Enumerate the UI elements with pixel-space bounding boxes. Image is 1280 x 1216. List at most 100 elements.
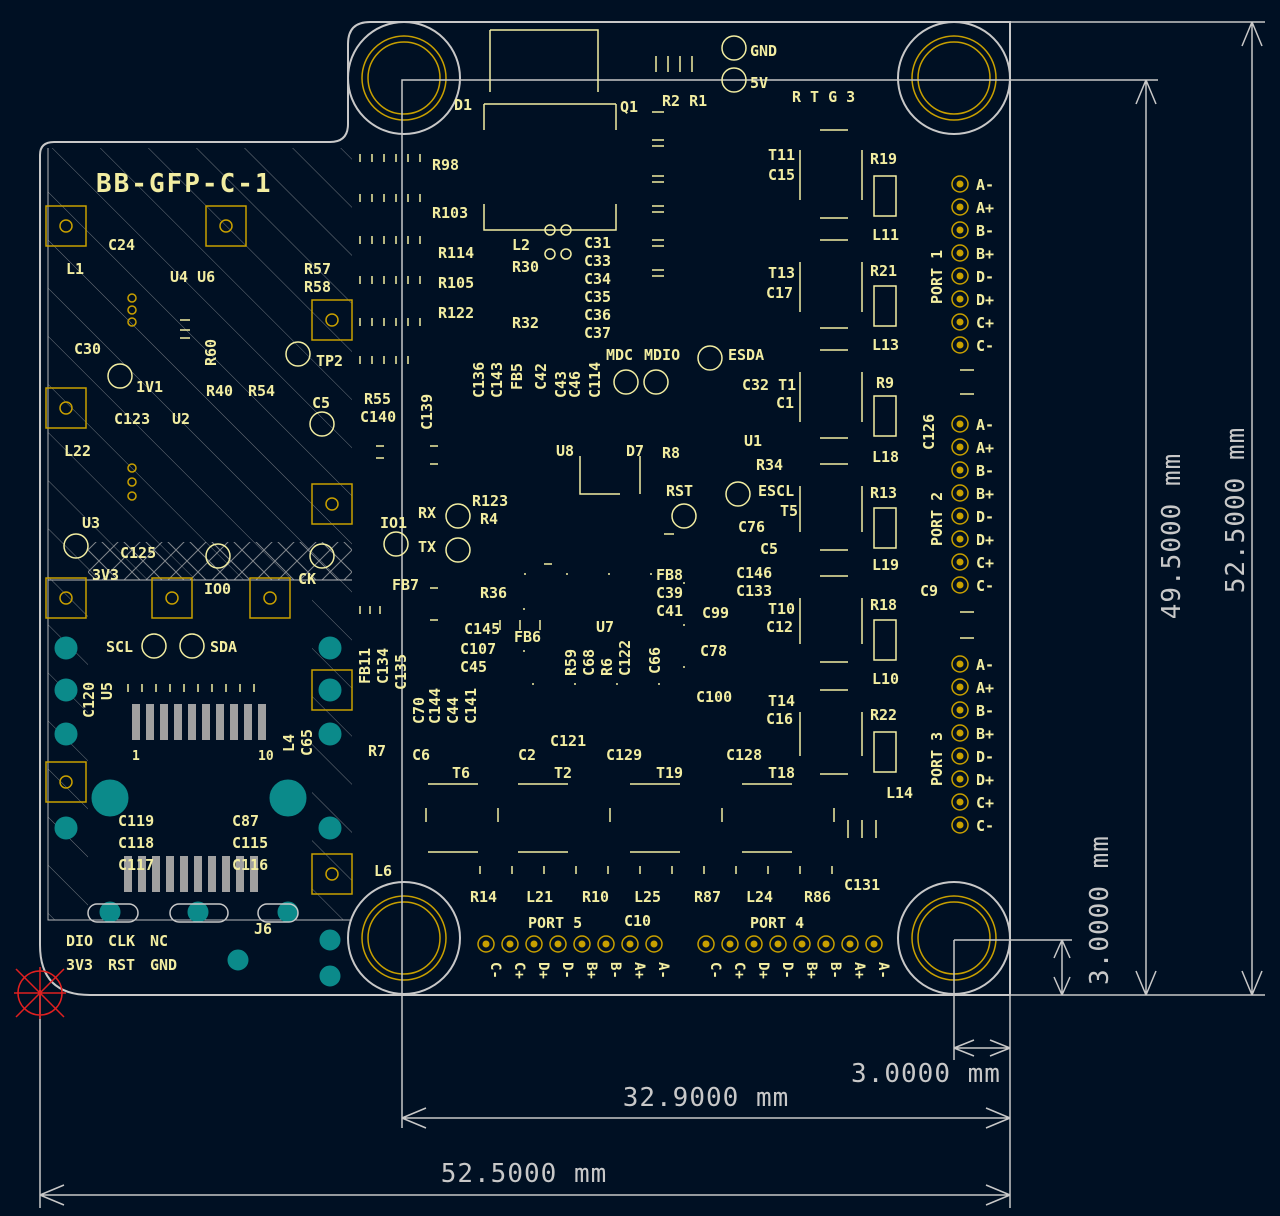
bottom-pin-label: D+ bbox=[535, 962, 551, 979]
label-r7: R7 bbox=[368, 742, 386, 760]
label-l19: L19 bbox=[872, 556, 899, 574]
header-pin bbox=[721, 935, 739, 953]
label-c34: C34 bbox=[584, 270, 611, 288]
header-pin-hole bbox=[602, 940, 610, 948]
label-t13: T13 bbox=[768, 264, 795, 282]
header-pin-hole bbox=[626, 940, 634, 948]
header-pin bbox=[793, 935, 811, 953]
port-pin-label: D+ bbox=[976, 531, 994, 549]
label-t19: T19 bbox=[656, 764, 683, 782]
label-l18: L18 bbox=[872, 448, 899, 466]
header-pin bbox=[951, 198, 969, 216]
label-u8: U8 bbox=[556, 442, 574, 460]
port-pin-label: C+ bbox=[976, 554, 994, 572]
label-c126: C126 bbox=[920, 414, 938, 450]
bottom-pin-label: B- bbox=[827, 962, 843, 979]
label-tp-mdio: MDIO bbox=[644, 346, 680, 364]
label-c117: C117 bbox=[118, 856, 154, 874]
label-c35: C35 bbox=[584, 288, 611, 306]
label-t14: T14 bbox=[768, 692, 795, 710]
label-tp-rx: RX bbox=[418, 504, 436, 522]
header-pin bbox=[951, 336, 969, 354]
label-r2r1: R2 R1 bbox=[662, 92, 707, 110]
label-tp-v3v3b: 3V3 bbox=[66, 956, 93, 974]
label-l14: L14 bbox=[886, 784, 913, 802]
test-points bbox=[63, 35, 751, 659]
header-pin bbox=[549, 935, 567, 953]
label-tp-v3v3: 3V3 bbox=[92, 566, 119, 584]
port-pin-label: B- bbox=[976, 702, 994, 720]
label-fb6: FB6 bbox=[514, 628, 541, 646]
bottom-pin-label: D- bbox=[779, 962, 795, 979]
port-pin-label: C- bbox=[976, 337, 994, 355]
label-fb11: FB11 bbox=[356, 648, 374, 684]
label-c41: C41 bbox=[656, 602, 683, 620]
label-c17: C17 bbox=[766, 284, 793, 302]
label-tp-esda: ESDA bbox=[728, 346, 764, 364]
port-pin-label: D- bbox=[976, 508, 994, 526]
bottom-pin-label: D- bbox=[559, 962, 575, 979]
label-r105: R105 bbox=[438, 274, 474, 292]
label-c87: C87 bbox=[232, 812, 259, 830]
bottom-pin-label: A- bbox=[875, 962, 891, 979]
label-tp-escl: ESCL bbox=[758, 482, 794, 500]
header-pin bbox=[951, 415, 969, 433]
label-c131: C131 bbox=[844, 876, 880, 894]
label-tp-nc: NC bbox=[150, 932, 168, 950]
label-c39: C39 bbox=[656, 584, 683, 602]
header-pin-hole bbox=[774, 940, 782, 948]
label-c6: C6 bbox=[412, 746, 430, 764]
header-pin bbox=[951, 747, 969, 765]
label-c46: C46 bbox=[566, 371, 584, 398]
header-pin bbox=[597, 935, 615, 953]
label-c116: C116 bbox=[232, 856, 268, 874]
port-pin-label: C- bbox=[976, 577, 994, 595]
label-l4: L4 bbox=[280, 734, 298, 752]
label-c70: C70 bbox=[410, 697, 428, 724]
label-c134: C134 bbox=[374, 648, 392, 684]
header-pin-hole bbox=[956, 775, 964, 783]
label-c66: C66 bbox=[646, 647, 664, 674]
label-tp-rstb: RST bbox=[108, 956, 135, 974]
label-l11: L11 bbox=[872, 226, 899, 244]
mounting-holes bbox=[347, 21, 1011, 995]
header-pin-hole bbox=[956, 318, 964, 326]
label-tp-tp2: TP2 bbox=[316, 352, 343, 370]
port-pin-label: D- bbox=[976, 748, 994, 766]
dimension-lines bbox=[39, 21, 1265, 1208]
label-r21: R21 bbox=[870, 262, 897, 280]
label-tp-pin10: 10 bbox=[258, 749, 274, 764]
bottom-pin-label: A+ bbox=[631, 962, 647, 979]
origin-marker bbox=[14, 967, 66, 1019]
label-c144: C144 bbox=[426, 688, 444, 724]
header-pin bbox=[621, 935, 639, 953]
bottom-pin-label: B+ bbox=[583, 962, 599, 979]
label-r98: R98 bbox=[432, 156, 459, 174]
header-pin-hole bbox=[956, 752, 964, 760]
header-pin bbox=[951, 678, 969, 696]
header-pin-hole bbox=[702, 940, 710, 948]
label-c1: C1 bbox=[776, 394, 794, 412]
header-pin-hole bbox=[846, 940, 854, 948]
label-c15: C15 bbox=[768, 166, 795, 184]
label-r18: R18 bbox=[870, 596, 897, 614]
bottom-pin-label: A- bbox=[655, 962, 671, 979]
header-pin-hole bbox=[956, 341, 964, 349]
header-pin-hole bbox=[956, 420, 964, 428]
passive-footprints bbox=[127, 56, 974, 874]
label-tp-dio: DIO bbox=[66, 932, 93, 950]
label-c65: C65 bbox=[298, 729, 316, 756]
header-pin bbox=[573, 935, 591, 953]
label-c114: C114 bbox=[586, 362, 604, 398]
header-pin-hole bbox=[482, 940, 490, 948]
label-r55: R55 bbox=[364, 390, 391, 408]
label-d1: D1 bbox=[454, 96, 472, 114]
port-3-label: PORT 3 bbox=[928, 732, 946, 786]
header-pin bbox=[951, 530, 969, 548]
header-pin bbox=[769, 935, 787, 953]
header-pin-hole bbox=[956, 466, 964, 474]
bottom-pin-label: C- bbox=[487, 962, 503, 979]
label-u4u6: U4 U6 bbox=[170, 268, 215, 286]
